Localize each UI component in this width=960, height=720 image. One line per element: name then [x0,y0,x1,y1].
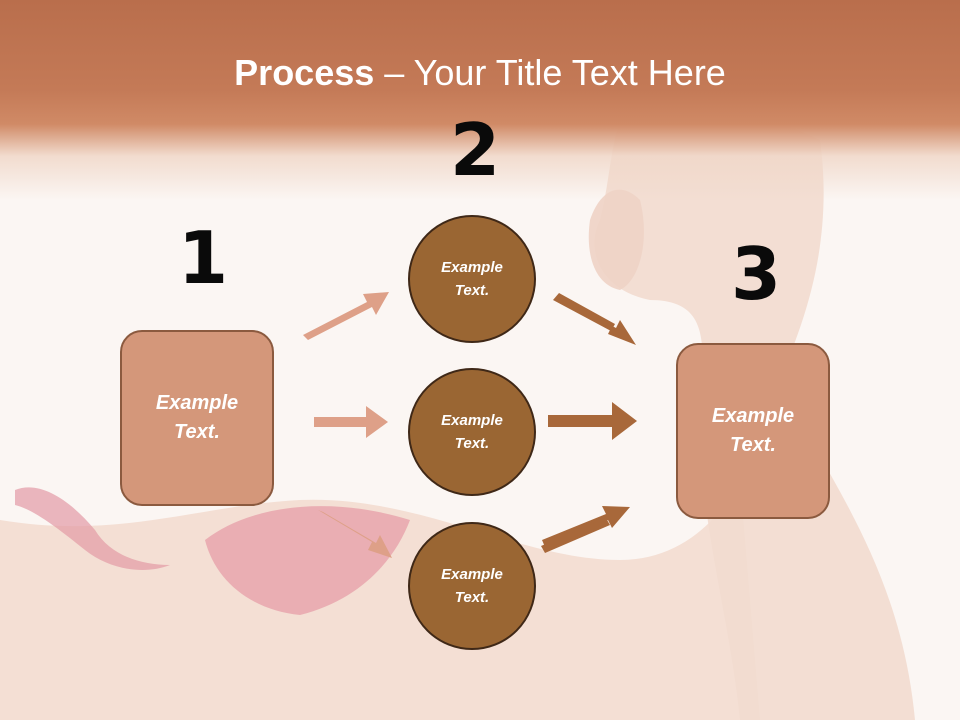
bottom-circle-text: Example Text. [441,566,503,606]
arrow-top-to-right [553,293,636,345]
top-circle-text: Example Text. [441,259,503,299]
title-bold: Process [234,52,375,93]
step-number-1: 1 [178,216,229,300]
title-rest: – Your Title Text Here [374,52,726,93]
bottom-circle: Example Text. [408,522,536,650]
top-circle: Example Text. [408,215,536,343]
step-number-3: 3 [731,232,782,316]
arrow-left-to-top [303,292,389,340]
middle-circle: Example Text. [408,368,536,496]
step-number-2: 2 [450,108,501,192]
right-process-box: Example Text. [676,343,830,519]
arrow-left-to-bottom [318,510,392,558]
right-box-text: Example Text. [711,405,795,456]
arrow-left-to-middle [314,406,388,438]
middle-circle-text: Example Text. [441,412,503,452]
left-process-box: Example Text. [120,330,274,506]
slide-title: Process – Your Title Text Here [0,52,960,94]
title-banner [0,0,960,200]
arrow-bottom-to-right [541,506,630,553]
left-box-text: Example Text. [155,392,239,443]
arrow-middle-to-right [548,402,637,440]
